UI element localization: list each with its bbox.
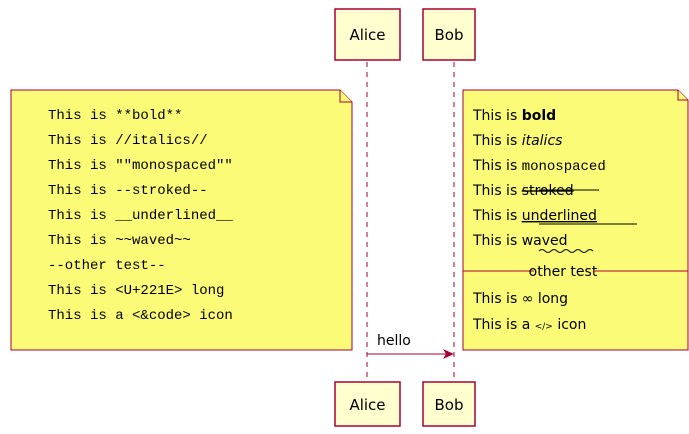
left-note-line: This is <U+221E> long	[48, 283, 224, 299]
right-note-line-italics: This is italics	[472, 133, 562, 149]
left-note-line: This is --stroked--	[48, 183, 208, 199]
right-note-line-waved: This is waved	[472, 233, 568, 249]
participant-alice-bottom: Alice	[334, 381, 401, 427]
left-note-line: This is **bold**	[48, 108, 182, 124]
left-note: This is **bold** This is //italics// Thi…	[10, 89, 353, 351]
right-note-line-infinity: This is ∞ long	[472, 291, 568, 307]
wave-line	[538, 249, 594, 253]
participant-alice-label: Alice	[349, 26, 385, 44]
left-note-line: This is a <&code> icon	[48, 308, 233, 324]
participant-bob-top: Bob	[422, 8, 476, 61]
separator-label: other test	[529, 264, 598, 280]
left-note-line: This is ""monospaced""	[48, 158, 233, 174]
right-note-line-monospaced: This is monospaced	[472, 158, 606, 175]
participant-alice-label: Alice	[349, 396, 385, 414]
code-icon: </>	[535, 322, 553, 332]
participant-bob-label: Bob	[435, 396, 464, 414]
right-note-line-icon: This is a </> icon	[472, 317, 586, 333]
participant-bob-label: Bob	[435, 26, 464, 44]
left-note-line: This is __underlined__	[48, 208, 233, 224]
infinity-icon: ∞	[522, 291, 534, 307]
right-note-line-stroked: This is stroked	[472, 183, 574, 199]
message-hello: hello	[367, 333, 454, 359]
left-note-line: --other test--	[48, 258, 166, 274]
left-note-line: This is //italics//	[48, 133, 208, 149]
participant-bob-bottom: Bob	[422, 381, 476, 427]
right-note: This is bold This is italics This is mon…	[462, 89, 689, 351]
message-label: hello	[377, 333, 411, 349]
arrowhead-icon	[443, 349, 454, 359]
participant-alice-top: Alice	[334, 8, 401, 61]
right-note-line-underlined: This is underlined	[472, 208, 597, 224]
right-note-line-bold: This is bold	[472, 108, 556, 124]
left-note-line: This is ~~waved~~	[48, 233, 191, 249]
